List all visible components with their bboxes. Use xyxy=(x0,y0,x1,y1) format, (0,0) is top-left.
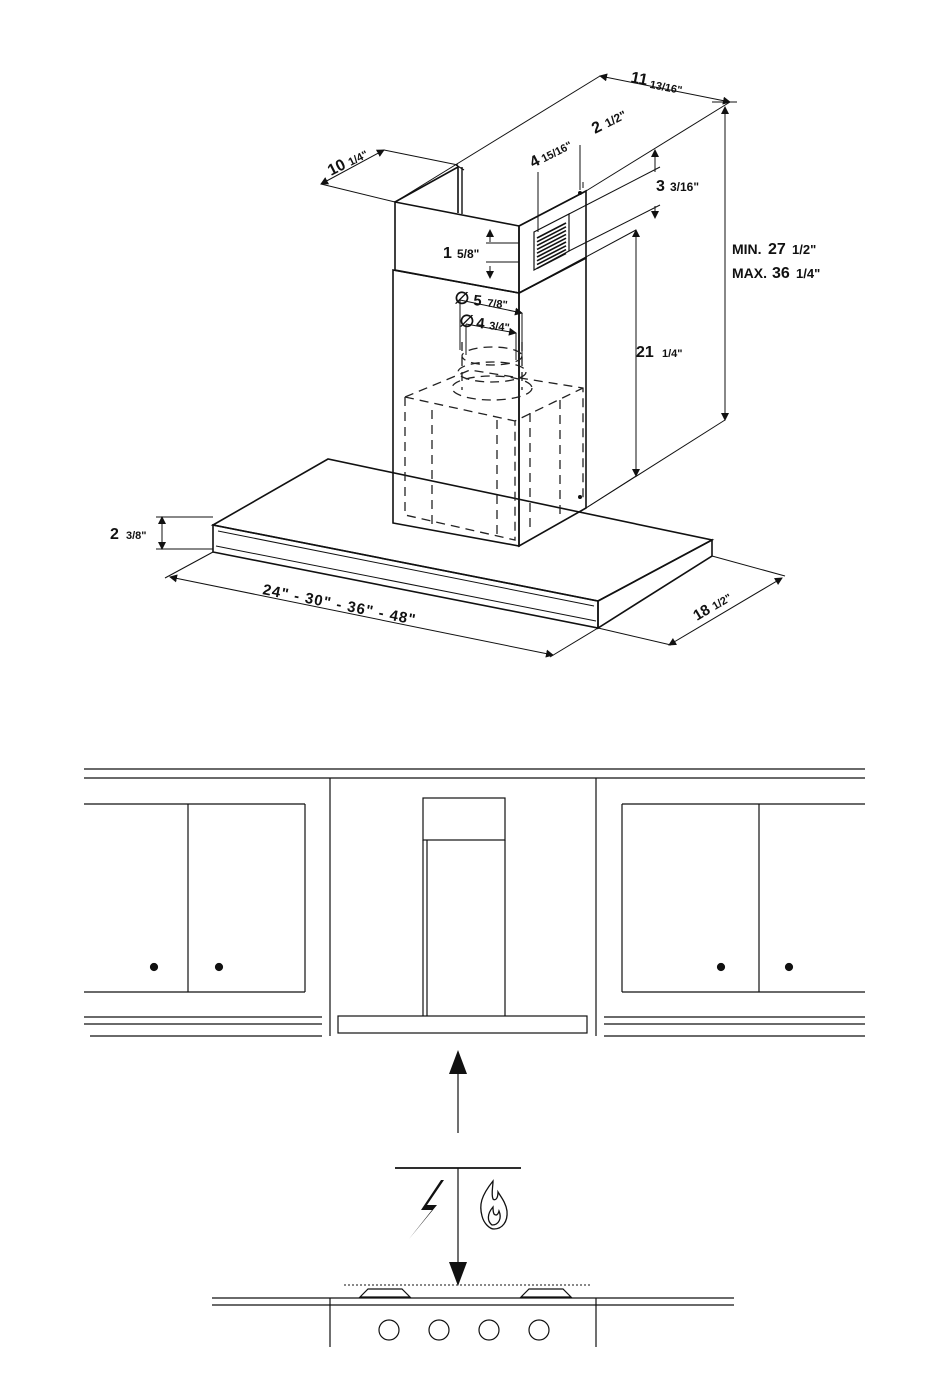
hood-front xyxy=(338,798,587,1033)
dim-lower-chimney-whole: 21 xyxy=(636,344,654,361)
dim-vent-height-whole: 3 xyxy=(656,178,665,195)
control-knob xyxy=(379,1320,399,1340)
cabinet-knob xyxy=(151,964,158,971)
cabinet-knob xyxy=(216,964,223,971)
up-arrow-icon xyxy=(449,1050,467,1074)
dim-vent-width-frac: 1/2" xyxy=(602,108,628,131)
cabinet-knob xyxy=(786,964,793,971)
front-elevation xyxy=(84,769,865,1347)
dim-vent-offset-frac: 15/16" xyxy=(540,140,575,166)
dim-duct-depth-whole: 11 xyxy=(629,69,649,89)
burner-grate xyxy=(360,1289,410,1297)
blower-housing-hidden xyxy=(405,342,583,540)
dim-overall-min-frac: 1/2" xyxy=(792,242,816,257)
dim-duct-width-whole: 10 xyxy=(325,156,349,179)
dim-collar-height-frac: 5/8" xyxy=(457,247,479,261)
cooktop xyxy=(212,1289,734,1347)
dim-overall-max-whole: 36 xyxy=(772,265,790,282)
dim-duct-width-frac: 1/4" xyxy=(347,149,371,169)
left-cabinet xyxy=(84,804,322,1036)
lightning-bolt-icon xyxy=(409,1180,444,1239)
vent-grille xyxy=(534,214,569,270)
control-knob xyxy=(529,1320,549,1340)
diameter-symbol-inner: ∅ xyxy=(459,311,476,331)
dim-duct-depth-frac: 13/16" xyxy=(649,79,683,97)
control-knob xyxy=(429,1320,449,1340)
dim-vent-height-frac: 3/16" xyxy=(670,180,699,194)
dim-outlet-inner-frac: 3/4" xyxy=(489,320,511,334)
cabinet-knob xyxy=(718,964,725,971)
dim-canopy-height-frac: 3/8" xyxy=(126,530,147,542)
dim-lower-chimney-frac: 1/4" xyxy=(662,348,683,360)
control-knob xyxy=(479,1320,499,1340)
dim-canopy-depth-frac: 1/2" xyxy=(710,592,734,613)
dim-outlet-inner-whole: 4 xyxy=(475,315,486,333)
dim-canopy-height-whole: 2 xyxy=(110,526,119,543)
dim-overall-min-whole: 27 xyxy=(768,241,786,258)
dim-overall-max-frac: 1/4" xyxy=(796,266,820,281)
dimension-labels: 11 13/16" 10 1/4" 4 15/16" 2 1/2" 3 3/16… xyxy=(110,69,820,629)
burner-grate xyxy=(521,1289,571,1297)
dim-outlet-outer-frac: 7/8" xyxy=(487,297,509,311)
hood-isometric: 11 13/16" 10 1/4" 4 15/16" 2 1/2" 3 3/16… xyxy=(110,69,820,657)
diameter-symbol-outer: ∅ xyxy=(454,288,471,308)
right-cabinet xyxy=(604,804,865,1036)
dim-overall-min-prefix: MIN. xyxy=(732,241,762,257)
dim-vent-width-whole: 2 xyxy=(589,118,605,137)
clearance-arrows xyxy=(344,1050,590,1286)
flame-icon xyxy=(481,1181,507,1229)
dim-overall-max-prefix: MAX. xyxy=(732,265,767,281)
dim-collar-height-whole: 1 xyxy=(443,245,452,262)
dim-outlet-outer-whole: 5 xyxy=(472,292,482,310)
